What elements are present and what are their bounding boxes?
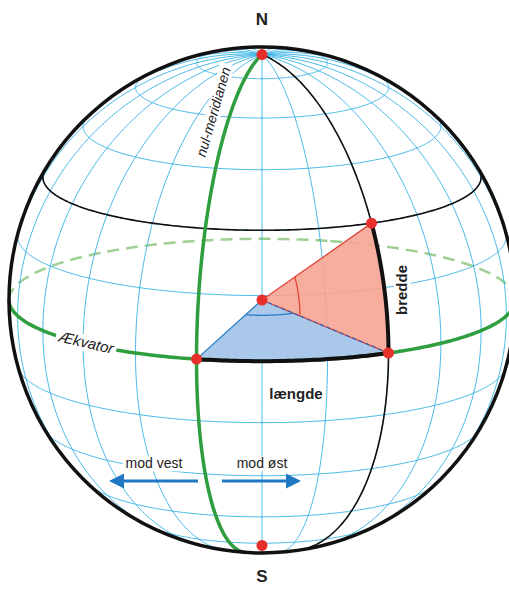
longitude-label: længde [266,386,325,403]
latitude-arc [372,223,389,353]
pole-label: N [256,11,268,30]
grid-parallel [136,74,389,118]
point-marker [257,540,268,551]
angle-arc [246,313,294,315]
grid-parallel [89,485,435,517]
equator-line [9,300,509,361]
grid-meridian [83,55,262,546]
pole-label: S [256,568,267,587]
point-marker [257,295,268,306]
point-marker [366,218,377,229]
radius-line [262,300,389,353]
direction-label: mod vest [123,456,186,471]
grid-meridian [262,55,441,546]
direction-label: mod øst [234,456,291,471]
point-marker [257,49,268,60]
grid-parallel [9,300,509,361]
meridian-line [262,55,389,551]
east-arrow [222,480,298,483]
west-arrow [112,480,198,483]
globe-fill [9,47,509,553]
grid-meridian [262,55,506,488]
grid-parallel [43,170,481,230]
angle-arc [295,277,300,316]
grid-parallel [46,431,479,476]
grid-meridian [262,55,389,551]
grid-parallel [18,233,507,295]
latitude-label: bredde [394,262,411,318]
parallel-line [43,170,481,230]
grid-meridian [18,55,262,488]
grid-meridian [262,55,509,300]
point-marker [191,354,202,365]
grid-parallel [83,116,441,170]
latitude-sector [262,223,389,353]
grid-parallel [18,368,506,423]
grid-meridian [9,55,262,300]
longitude-arc [197,353,389,361]
globe-outline [9,47,509,553]
point-marker [383,348,394,359]
